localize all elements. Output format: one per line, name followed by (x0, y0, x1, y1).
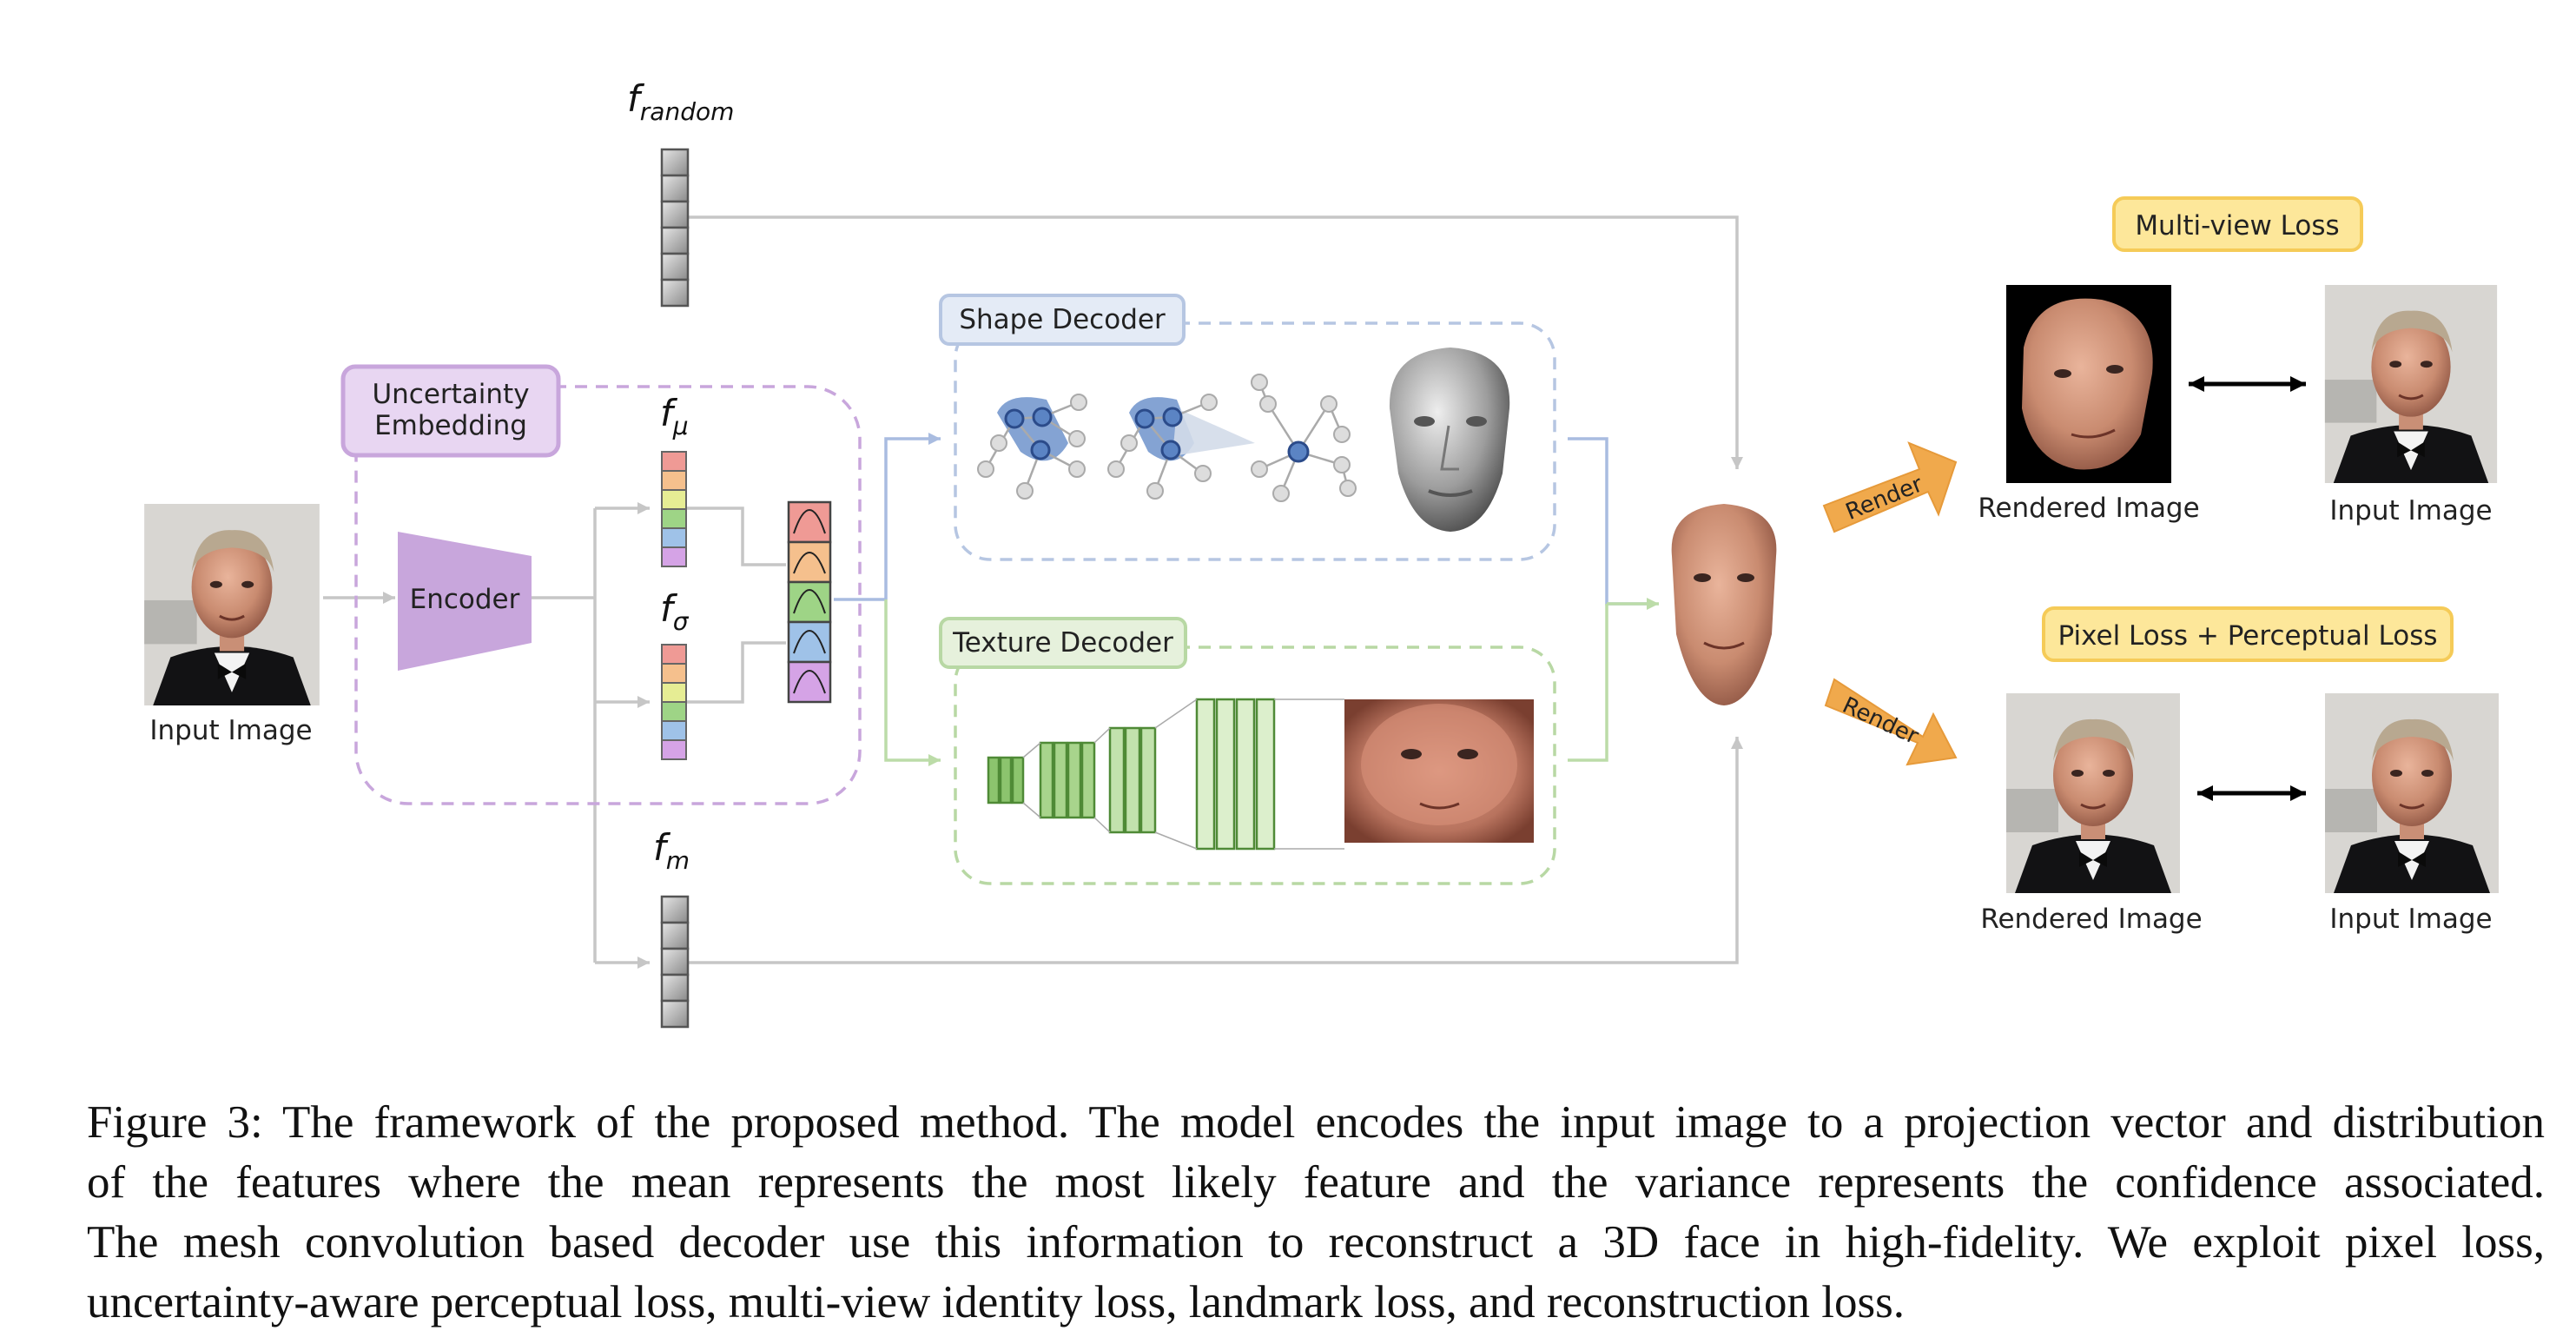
rendered-image-top: Rendered Image (1978, 285, 2200, 524)
face-photo-icon (2323, 285, 2499, 483)
input-image-bottom-label: Input Image (2329, 904, 2492, 935)
rendered-image-bottom: Rendered Image (1980, 693, 2203, 935)
shape-decoder-label: Shape Decoder (959, 304, 1166, 335)
caption-line-1: Figure 3: The framework of the proposed … (87, 1097, 2545, 1148)
texture-decoder-region (954, 646, 1556, 885)
multi-view-loss-box: Multi-view Loss (2112, 196, 2363, 252)
pixel-perceptual-loss-box: Pixel Loss + Perceptual Loss (2042, 606, 2454, 662)
svg-text:fμ: fμ (660, 392, 689, 440)
reconstructed-face-icon (1671, 504, 1777, 705)
uncertainty-region (354, 385, 862, 805)
f-m-vector: fm (653, 826, 690, 1029)
framework-diagram: Uncertainty Embedding Encoder Input Imag… (142, 77, 2500, 1029)
f-sigma-vector: fσ (660, 587, 690, 760)
f-random-vector: frandom (627, 77, 734, 308)
f-random-cells (660, 148, 690, 308)
multi-view-loss-label: Multi-view Loss (2135, 210, 2339, 242)
caption-line-3: The mesh convolution based decoder use t… (87, 1217, 2545, 1268)
f-mu-vector: fμ (660, 392, 689, 567)
graph-node-icon (977, 394, 1087, 500)
encoder-label: Encoder (410, 584, 520, 615)
texture-decoder-label: Texture Decoder (952, 627, 1173, 659)
f-random-subscript: random (640, 97, 735, 126)
uncertainty-label-line2: Embedding (374, 410, 527, 441)
input-image-bottom: Input Image (2323, 693, 2500, 935)
face-photo-icon (2323, 693, 2500, 893)
graph-node-icon (1251, 374, 1357, 502)
uncertainty-embedding-box: Uncertainty Embedding (340, 364, 561, 458)
texture-decoder-tag: Texture Decoder (939, 617, 1187, 669)
shape-mesh-icon (1389, 348, 1510, 532)
caption-line-2: of the features where the mean represent… (87, 1157, 2545, 1208)
connection-lines (323, 215, 1743, 969)
f-sigma-subscript: σ (673, 607, 690, 636)
render-top-label: Render (1842, 471, 1926, 526)
graph-node-icon (1107, 394, 1255, 500)
shape-decoder-region (954, 321, 1556, 561)
conv-layer-icons (987, 698, 1344, 851)
svg-text:fm: fm (653, 826, 690, 875)
svg-text:fσ: fσ (660, 587, 690, 636)
uv-texture-icon (1344, 699, 1534, 843)
render-arrow-top: Render (1822, 441, 1958, 533)
svg-text:frandom: frandom (627, 77, 734, 126)
rendered-face-icon (2022, 298, 2153, 470)
face-photo-icon (142, 504, 321, 705)
shape-decoder-tag: Shape Decoder (939, 294, 1186, 346)
rendered-image-bottom-label: Rendered Image (1980, 904, 2202, 935)
pixel-perceptual-loss-label: Pixel Loss + Perceptual Loss (2057, 620, 2437, 652)
mesh-graph-icons (977, 374, 1357, 502)
input-image-top: Input Image (2323, 285, 2499, 526)
encoder-block: Encoder (398, 532, 532, 671)
render-bottom-label: Render (1839, 692, 1923, 750)
uncertainty-label-line1: Uncertainty (372, 379, 529, 410)
distribution-vector (787, 500, 832, 704)
input-image-top-label: Input Image (2329, 495, 2492, 526)
input-image-left: Input Image (142, 504, 321, 746)
face-photo-icon (2005, 693, 2182, 893)
caption-line-4: uncertainty-aware perceptual loss, multi… (87, 1277, 1905, 1327)
f-m-subscript: m (666, 846, 690, 875)
figure-caption: Figure 3: The framework of the proposed … (87, 1093, 2545, 1333)
f-mu-subscript: μ (672, 412, 689, 440)
input-image-left-label: Input Image (149, 715, 312, 746)
rendered-image-top-label: Rendered Image (1978, 493, 2199, 524)
render-arrow-bottom: Render (1824, 678, 1958, 766)
